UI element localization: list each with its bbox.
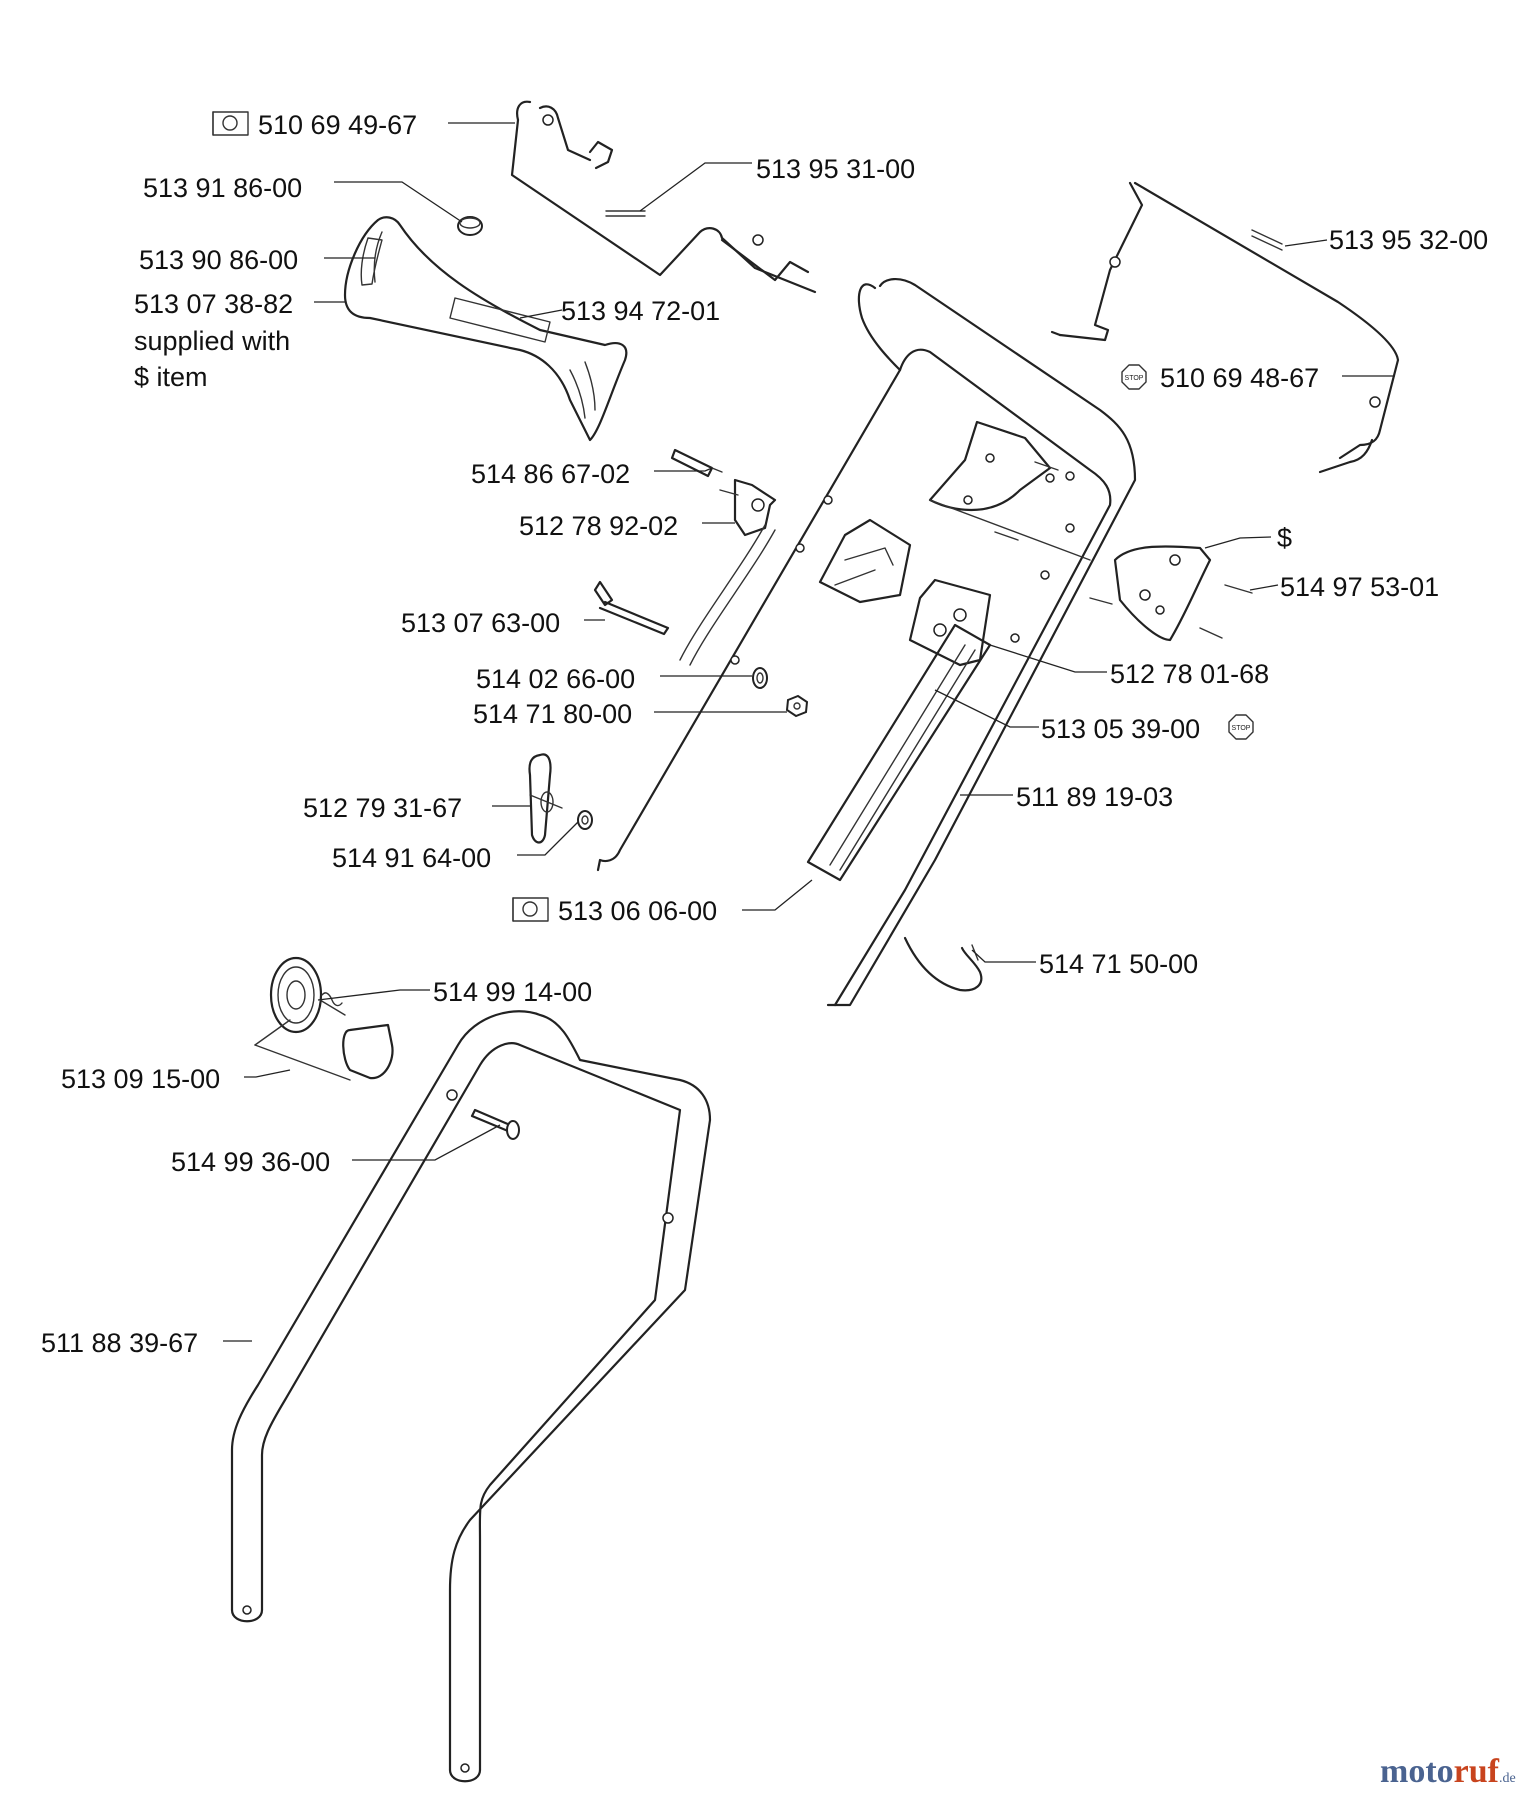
part-label: 514 99 14-00 [433,977,592,1007]
part-label: 513 05 39-00 [1041,714,1200,744]
watermark-logo: motoruf.de [1380,1753,1516,1790]
cable-bracket [679,478,777,666]
gear-icon [512,897,549,922]
part-label: 513 91 86-00 [143,173,302,203]
watermark-part2: ruf [1454,1753,1500,1790]
part-labels: 510 69 49-67 513 95 31-00 513 91 86-00 5… [41,110,1488,1358]
right-grip [1113,545,1212,642]
knob [528,753,563,844]
decal-right [1251,229,1283,251]
pin [670,448,723,478]
lower-handle [230,1010,712,1783]
part-label: 514 86 67-02 [471,459,630,489]
part-label: 514 99 36-00 [171,1147,330,1177]
stop-icon-text: STOP [1125,375,1144,382]
part-label: 510 69 48-67 [1160,363,1319,393]
stop-icon: STOP [1121,364,1147,390]
upper-handle [596,278,1137,1007]
washer-1 [752,667,768,689]
clamp-rear [818,518,912,604]
part-label: 513 06 06-00 [558,896,717,926]
part-label: 514 71 50-00 [1039,949,1198,979]
watermark-suffix: .de [1499,1771,1516,1786]
watermark-part1: moto [1380,1753,1454,1790]
part-label: 512 78 92-02 [519,511,678,541]
part-label: 513 94 72-01 [561,296,720,326]
stop-icon-text: STOP [1232,725,1251,732]
washer-2 [577,810,593,830]
upper-bracket [928,420,1091,561]
spring-strip [806,623,992,882]
handle-cover [343,216,628,442]
part-label: 511 88 39-67 [41,1328,198,1358]
cable-tie [903,936,983,992]
bolt-long [593,580,670,636]
leader-lines [223,122,1395,1342]
part-label: 514 97 53-01 [1280,572,1439,602]
part-label: 513 95 31-00 [756,154,915,184]
part-note: $ item [134,362,208,392]
part-label: 513 90 86-00 [139,245,298,275]
knob-assembly [254,956,394,1081]
part-label: $ [1277,523,1292,553]
part-note: supplied with [134,326,290,356]
part-label: 513 07 38-82 [134,289,293,319]
part-label: 512 78 01-68 [1110,659,1269,689]
decal-left [605,210,646,217]
part-label: 510 69 49-67 [258,110,417,140]
control-bail-left [510,100,817,294]
part-label: 513 09 15-00 [61,1064,220,1094]
nut-1 [785,694,809,718]
part-label: 514 71 80-00 [473,699,632,729]
part-label: 513 95 32-00 [1329,225,1488,255]
plug [457,216,483,236]
clamp-front [908,578,992,667]
gear-icon [212,111,249,136]
part-label: 514 02 66-00 [476,664,635,694]
part-label: 511 89 19-03 [1016,782,1173,812]
bolt-lower [470,1108,520,1140]
part-label: 512 79 31-67 [303,793,462,823]
screws-upper [994,461,1253,639]
part-label: 514 91 64-00 [332,843,491,873]
control-bail-right [1050,181,1400,474]
stop-icon: STOP [1228,714,1254,740]
part-label: 513 07 63-00 [401,608,560,638]
watermark-logo: motoruf.de [1380,1753,1516,1790]
